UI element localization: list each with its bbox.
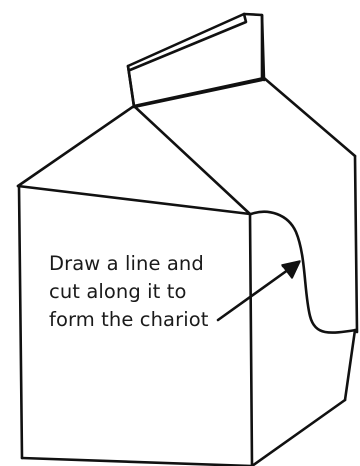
instruction-line-2: cut along it to xyxy=(49,278,249,306)
carton-roof xyxy=(18,78,355,214)
instruction-line-1: Draw a line and xyxy=(49,250,249,278)
instruction-annotation: Draw a line and cut along it to form the… xyxy=(49,250,249,334)
instruction-line-3: form the chariot xyxy=(49,306,249,334)
cut-line xyxy=(251,212,356,333)
carton-side-face xyxy=(252,156,357,466)
